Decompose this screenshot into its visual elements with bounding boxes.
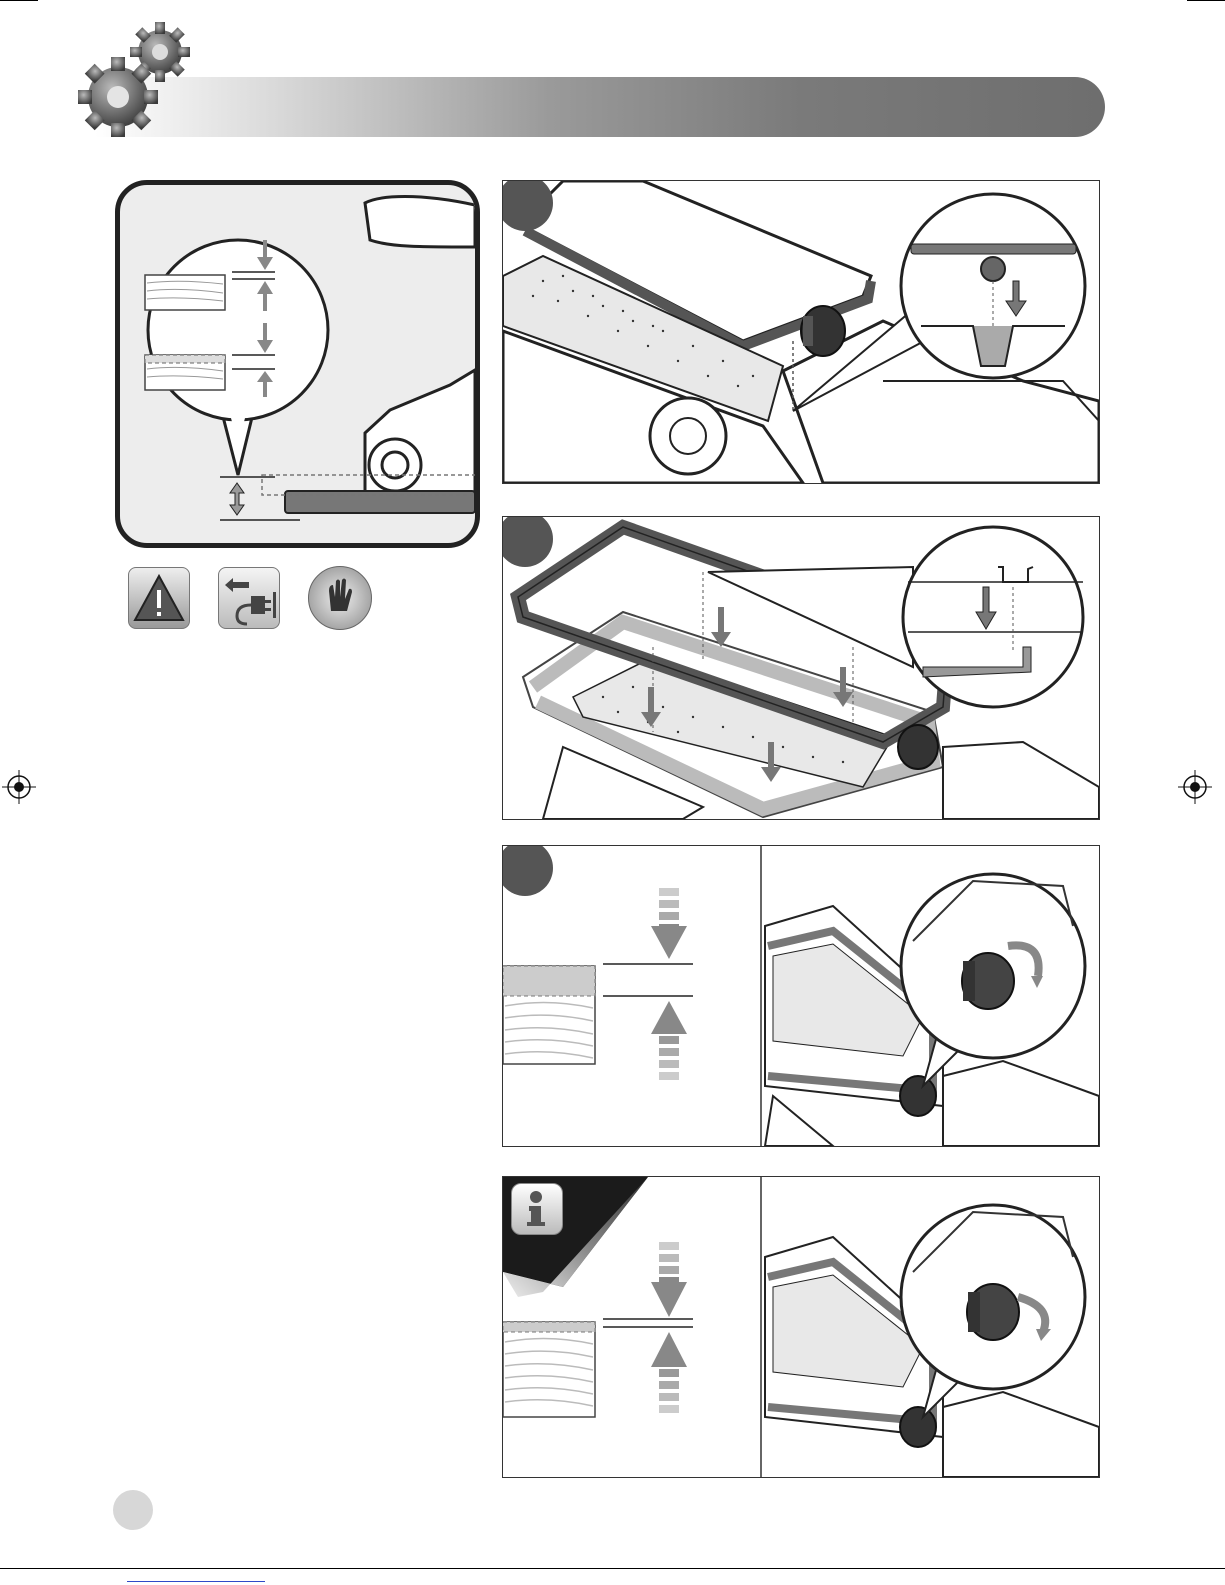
page-number-badge: [113, 1490, 153, 1530]
footer-link-underline[interactable]: [127, 1581, 265, 1582]
warning-triangle-icon: [128, 567, 190, 629]
crop-mark: [1187, 0, 1225, 1]
unplug-icon: [218, 567, 280, 629]
crosshair-mark-icon: [1178, 770, 1212, 804]
gloves-icon: [308, 566, 372, 630]
step-4-panel: [502, 1176, 1100, 1478]
crop-mark: [0, 1568, 1225, 1569]
header-bar: [95, 77, 1105, 137]
crosshair-mark-icon: [2, 770, 36, 804]
gears-icon: [78, 22, 198, 137]
info-icon: [511, 1183, 563, 1235]
crop-mark: [0, 0, 38, 1]
step-2-panel: [502, 516, 1100, 820]
depth-overview-panel: [115, 180, 480, 548]
step-1-panel: [502, 180, 1100, 484]
step-3-panel: [502, 845, 1100, 1147]
